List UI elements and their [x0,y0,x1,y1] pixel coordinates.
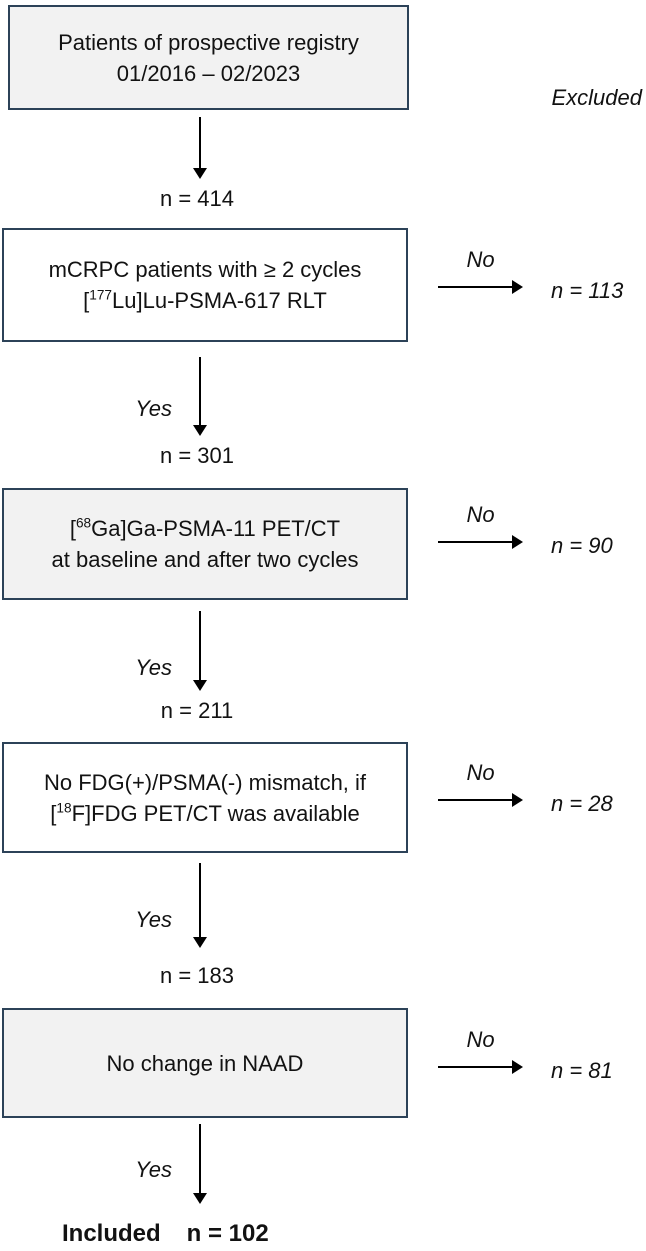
no-label-fdg-mismatch: No [466,760,495,785]
arrow-head-icon [193,937,207,948]
down-arrow-rlt-cycles [193,357,207,436]
excluded-column-header: Excluded [551,85,642,110]
arrow-head-icon [512,1060,523,1074]
included-label: Included [62,1220,161,1247]
no-label-psma-pet: No [466,502,495,527]
down-arrow-psma-pet [193,611,207,691]
included-row: Included n = 102 [62,1220,269,1248]
arrow-head-icon [193,1193,207,1204]
exclude-arrow-fdg-mismatch [438,793,523,807]
exclude-arrow-psma-pet [438,535,523,549]
arrow-shaft [438,1066,514,1068]
yes-label-psma-pet: Yes [135,655,172,680]
yes-label-rlt-cycles: Yes [135,396,172,421]
arrow-shaft [199,357,201,427]
arrow-head-icon [193,168,207,179]
arrow-head-icon [193,425,207,436]
count-after-psma-pet: n = 211 [160,698,234,723]
exclude-arrow-naad [438,1060,523,1074]
no-label-rlt-cycles: No [466,247,495,272]
arrow-shaft [438,286,514,288]
yes-label-naad: Yes [135,1157,172,1182]
excluded-count-fdg-mismatch: n = 28 [551,791,613,816]
excluded-count-psma-pet: n = 90 [551,533,613,558]
arrow-head-icon [193,680,207,691]
flow-box-rlt-cycles: mCRPC patients with ≥ 2 cycles[177Lu]Lu-… [2,228,408,342]
down-arrow-naad [193,1124,207,1204]
no-label-naad: No [466,1027,495,1052]
flow-box-naad: No change in NAAD [2,1008,408,1118]
arrow-head-icon [512,793,523,807]
exclude-arrow-rlt-cycles [438,280,523,294]
excluded-count-rlt-cycles: n = 113 [551,278,624,303]
included-count: n = 102 [186,1220,269,1247]
yes-label-fdg-mismatch: Yes [135,907,172,932]
down-arrow-fdg-mismatch [193,863,207,948]
arrow-shaft [199,117,201,170]
flow-box-fdg-mismatch: No FDG(+)/PSMA(-) mismatch, if[18F]FDG P… [2,742,408,853]
arrow-shaft [199,611,201,682]
arrow-shaft [199,1124,201,1195]
excluded-count-naad: n = 81 [551,1058,613,1083]
arrow-shaft [199,863,201,939]
count-after-rlt-cycles: n = 301 [159,443,234,468]
count-after-registry: n = 414 [159,186,234,211]
arrow-shaft [438,799,514,801]
arrow-head-icon [512,535,523,549]
count-after-fdg-mismatch: n = 183 [159,963,234,988]
arrow-shaft [438,541,514,543]
down-arrow-registry [193,117,207,179]
arrow-head-icon [512,280,523,294]
